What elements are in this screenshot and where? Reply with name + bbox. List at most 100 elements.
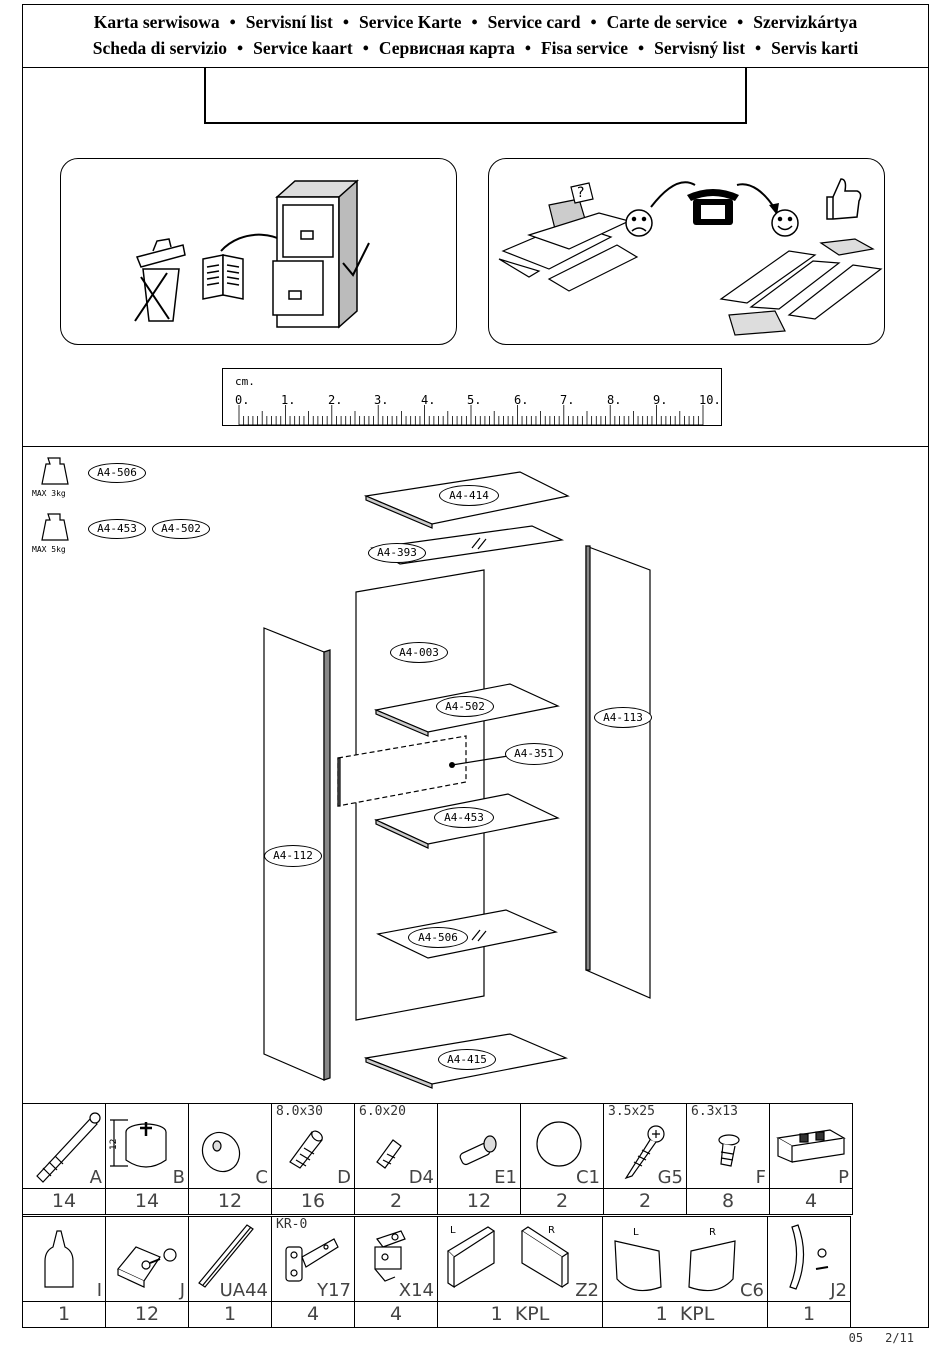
part-label: A4-453 xyxy=(434,807,494,828)
quantity: 12 xyxy=(466,1190,492,1212)
svg-text:L: L xyxy=(633,1227,639,1238)
quantity: 14 xyxy=(134,1190,160,1212)
page-frame xyxy=(22,4,929,1328)
weight-icon xyxy=(41,513,69,541)
part-label: A4-506 xyxy=(88,463,146,483)
quantity: 1 KPL xyxy=(655,1303,715,1325)
ruler-mark: 1. xyxy=(281,393,296,407)
document-code: 05 xyxy=(848,1331,864,1345)
right-side-panel xyxy=(585,545,651,999)
ruler-ticks xyxy=(238,405,704,426)
rail-icon xyxy=(198,1224,254,1288)
shelf-pin-icon xyxy=(459,1135,497,1166)
hardware-cell: A xyxy=(23,1104,105,1188)
part-label: A4-506 xyxy=(408,927,468,948)
ruler-mark: 3. xyxy=(374,393,389,407)
max-load-label: MAX 3kg xyxy=(32,489,66,498)
hinge-icon xyxy=(285,1238,339,1282)
ruler-mark: 5. xyxy=(467,393,482,407)
part-label: A4-415 xyxy=(438,1049,496,1070)
header-line-2: Scheda di servizio•Service kaart•Сервисн… xyxy=(92,38,859,58)
hardware-cell: 3.5x25 G5 xyxy=(604,1104,686,1188)
quantity: 1 KPL xyxy=(490,1303,550,1325)
hardware-cell: P xyxy=(770,1104,852,1188)
svg-text:R: R xyxy=(548,1225,555,1236)
quantity: 1 xyxy=(802,1303,816,1325)
ruler-mark: 0. xyxy=(235,393,250,407)
cam-lock-icon: 12 xyxy=(109,1119,167,1168)
centimeter-ruler: cm. 0. 1. 2. 3. 4. 5. 6. 7. 8. 9. 10. xyxy=(222,368,722,426)
happy-face-icon xyxy=(771,209,799,237)
thumbs-up-icon xyxy=(826,178,862,220)
keep-instructions-illustration xyxy=(134,179,370,329)
glue-bottle-icon xyxy=(44,1230,74,1288)
quantity: 1 xyxy=(57,1303,71,1325)
multilingual-header: Karta serwisowa•Servisní list•Service Ka… xyxy=(22,4,929,68)
hardware-cell: 8.0x30 D xyxy=(272,1104,354,1188)
ruler-mark: 8. xyxy=(607,393,622,407)
sad-face-icon xyxy=(625,209,653,237)
wood-screw-icon xyxy=(624,1125,665,1180)
service-call-illustration: ? xyxy=(498,178,883,336)
quantity: 1 xyxy=(223,1303,237,1325)
hardware-cell: 6.0x20 D4 xyxy=(355,1104,437,1188)
ruler-mark: 4. xyxy=(421,393,436,407)
booklet-icon xyxy=(202,254,244,300)
hardware-cell: 12 B xyxy=(106,1104,188,1188)
trash-bin-icon xyxy=(134,238,186,322)
hardware-cell: UA44 xyxy=(189,1217,271,1301)
hardware-table-row1: A 12 B C 8.0x30 D 6.0x20 D4 E1 C1 3.5x25… xyxy=(22,1103,853,1215)
max-load-label: MAX 5kg xyxy=(32,545,66,554)
hardware-cell: C xyxy=(189,1104,271,1188)
quantity: 16 xyxy=(300,1190,326,1212)
svg-text:?: ? xyxy=(577,185,584,201)
part-label: A4-113 xyxy=(594,707,652,728)
ruler-mark: 9. xyxy=(653,393,668,407)
ruler-mark: 2. xyxy=(328,393,343,407)
hinge-plate-icon xyxy=(374,1230,406,1282)
ruler-mark: 10. xyxy=(699,393,721,407)
hardware-cell: X14 xyxy=(355,1217,437,1301)
svg-text:R: R xyxy=(709,1227,716,1238)
hardware-cell: J2 xyxy=(768,1217,850,1301)
short-screw-icon xyxy=(718,1134,740,1167)
bracket-box-icon xyxy=(776,1129,846,1163)
service-call-panel: ? xyxy=(488,158,885,345)
weight-icon xyxy=(41,457,69,485)
quantity: 4 xyxy=(389,1303,403,1325)
part-label: A4-502 xyxy=(436,696,494,717)
cover-cap-icon xyxy=(201,1131,241,1173)
keep-instructions-panel xyxy=(60,158,457,345)
hardware-cell: 6.3x13 F xyxy=(687,1104,769,1188)
back-panel xyxy=(355,569,485,1021)
hardware-cell: KR-0 Y17 xyxy=(272,1217,354,1301)
ruler-mark: 6. xyxy=(514,393,529,407)
header-line-1: Karta serwisowa•Servisní list•Service Ka… xyxy=(93,12,858,32)
dowel-icon xyxy=(289,1130,323,1169)
cam-bolt-icon xyxy=(36,1112,101,1183)
part-label: A4-393 xyxy=(368,543,426,563)
ruler-mark: 7. xyxy=(560,393,575,407)
quantity: 12 xyxy=(217,1190,243,1212)
part-label: A4-112 xyxy=(264,845,322,867)
part-label: A4-502 xyxy=(152,519,210,539)
hardware-cell: I xyxy=(23,1217,105,1301)
new-parts-icon xyxy=(719,238,883,336)
round-cap-icon xyxy=(536,1121,582,1167)
telephone-icon xyxy=(687,189,739,225)
quantity: 2 xyxy=(555,1190,569,1212)
ruler-unit: cm. xyxy=(235,375,255,388)
quantity: 4 xyxy=(804,1190,818,1212)
quantity: 14 xyxy=(51,1190,77,1212)
page-number: 2/11 xyxy=(885,1331,914,1345)
hardware-cell: E1 xyxy=(438,1104,520,1188)
svg-text:12: 12 xyxy=(109,1139,119,1150)
page-footer: 05 2/11 xyxy=(827,1331,914,1345)
svg-text:L: L xyxy=(450,1225,456,1236)
part-label: A4-453 xyxy=(88,519,146,539)
product-name-box xyxy=(204,68,747,124)
